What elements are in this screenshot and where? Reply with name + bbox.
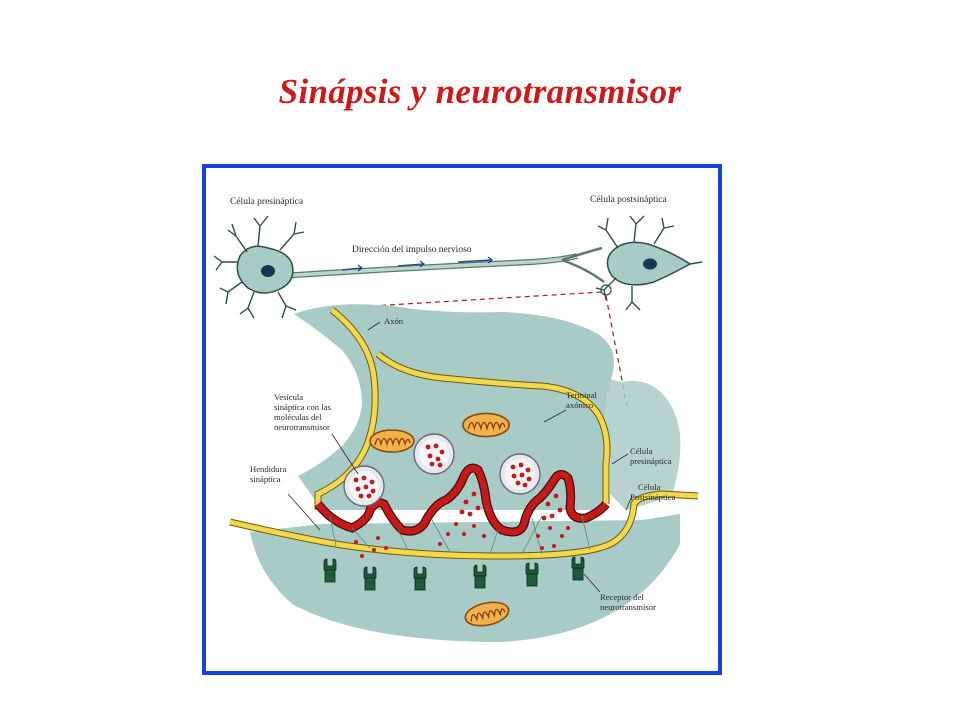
vesicle-label-1: Vesícula bbox=[274, 392, 303, 402]
impulse-direction-label: Dirección del impulso nervioso bbox=[352, 245, 472, 255]
synaptic-vesicle bbox=[343, 465, 385, 507]
impulse-arrows bbox=[341, 256, 494, 272]
synaptic-vesicle bbox=[413, 433, 455, 475]
post-cell-label-2: Postsináptica bbox=[630, 492, 676, 502]
mitochondrion bbox=[369, 429, 415, 453]
postsynaptic-membrane bbox=[229, 491, 699, 559]
terminal-label-1: Terminal bbox=[566, 390, 598, 400]
zoom-line-left bbox=[371, 291, 603, 307]
postsynaptic-cell-label: Célula postsináptica bbox=[590, 195, 668, 205]
synapse-detail bbox=[229, 304, 699, 642]
active-zone-membrane bbox=[315, 464, 609, 536]
terminal-label-2: axónico bbox=[566, 400, 593, 410]
synapse-svg: Célula presináptica Célula postsináptica… bbox=[202, 164, 722, 675]
slide-title: Sinápsis y neurotransmisor bbox=[278, 72, 682, 111]
receptor-label-1: Receptor del bbox=[600, 592, 644, 602]
vesicle-label-2: sináptica con las bbox=[274, 402, 331, 412]
pre-cell-label-2: presináptica bbox=[630, 456, 672, 466]
axon-label: Axón bbox=[384, 316, 404, 326]
presynaptic-terminal bbox=[294, 304, 614, 510]
zoom-line-right bbox=[605, 295, 629, 413]
synaptic-vesicle bbox=[499, 453, 541, 495]
leader-lines bbox=[287, 321, 633, 593]
cleft-label-2: sináptica bbox=[250, 474, 281, 484]
pre-cell-label-1: Célula bbox=[630, 446, 653, 456]
presynaptic-cell-label: Célula presináptica bbox=[230, 197, 304, 207]
released-neurotransmitter bbox=[354, 491, 570, 558]
postsynaptic-neuron bbox=[595, 215, 703, 311]
vesicle-label-3: moléculas del bbox=[274, 412, 322, 422]
presynaptic-neuron bbox=[213, 215, 305, 319]
mitochondrion bbox=[462, 412, 510, 438]
post-cell-label-1: Célula bbox=[638, 482, 661, 492]
receptor-label-2: neurotransmisor bbox=[600, 602, 656, 612]
synapse-diagram: Célula presináptica Célula postsináptica… bbox=[202, 164, 722, 675]
vesicle-label-4: neurotransmisor bbox=[274, 422, 330, 432]
cleft-filaments bbox=[329, 515, 591, 555]
cleft-label-1: Hendidura bbox=[250, 464, 286, 474]
neuron-overview bbox=[213, 215, 703, 319]
